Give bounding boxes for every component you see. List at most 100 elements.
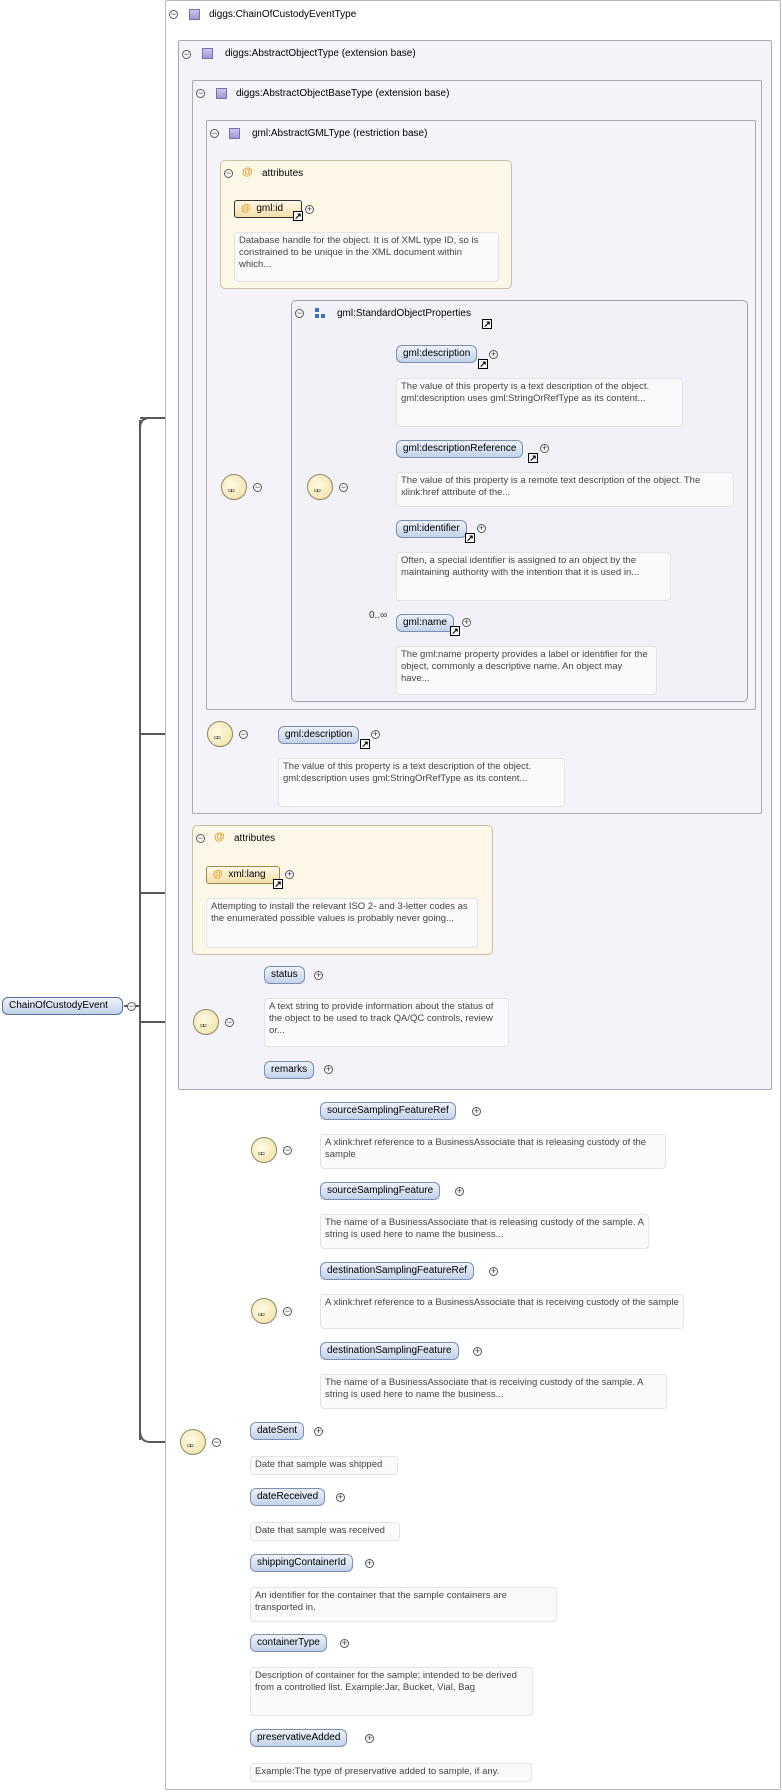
link-icon[interactable]: ↗	[450, 626, 460, 636]
link-icon[interactable]: ↗	[528, 453, 538, 463]
link-icon[interactable]: ↗	[273, 879, 283, 889]
collapse-toggle[interactable]	[339, 483, 348, 492]
gml-id-label: gml:id	[256, 203, 284, 214]
link-icon[interactable]: ↗	[360, 739, 370, 749]
expand-toggle[interactable]	[336, 1493, 345, 1502]
expand-toggle[interactable]	[314, 1427, 323, 1436]
abstract-object-title: diggs:AbstractObjectType (extension base…	[225, 48, 416, 59]
choice-compositor[interactable]: ▫▫	[251, 1137, 277, 1163]
attributes-label-2: attributes	[234, 833, 276, 844]
gml-identifier-element[interactable]: gml:identifier	[396, 520, 467, 538]
sequence-compositor[interactable]: ▫▫	[307, 474, 333, 500]
sequence-compositor[interactable]: ▫▫	[221, 474, 247, 500]
gml-description-element-2[interactable]: gml:description	[278, 726, 360, 744]
chain-type-title: diggs:ChainOfCustodyEventType	[209, 9, 357, 20]
collapse-toggle[interactable]	[169, 10, 178, 19]
destination-sampling-feature-ref-element[interactable]: destinationSamplingFeatureRef	[320, 1262, 475, 1280]
sequence-compositor[interactable]: ▫▫	[193, 1009, 219, 1035]
remarks-element[interactable]: remarks	[264, 1061, 315, 1079]
source-sampling-feature-ref-doc: A xlink:href reference to a BusinessAsso…	[320, 1134, 666, 1169]
expand-toggle[interactable]	[540, 444, 549, 453]
collapse-toggle[interactable]	[283, 1307, 292, 1316]
expand-toggle[interactable]	[340, 1639, 349, 1648]
complex-type-icon	[229, 128, 240, 139]
destination-sampling-feature-element[interactable]: destinationSamplingFeature	[320, 1342, 459, 1360]
attributes-label: attributes	[262, 168, 304, 179]
expand-toggle[interactable]	[473, 1347, 482, 1356]
attribute-icon: @	[214, 831, 225, 843]
collapse-toggle[interactable]	[210, 129, 219, 138]
standard-props-title: gml:StandardObjectProperties	[337, 308, 471, 319]
collapse-toggle[interactable]	[253, 483, 262, 492]
expand-toggle[interactable]	[305, 205, 314, 214]
shipping-container-id-element[interactable]: shippingContainerId	[250, 1554, 353, 1572]
expand-toggle[interactable]	[314, 971, 323, 980]
expand-toggle[interactable]	[489, 350, 498, 359]
abstract-gml-title: gml:AbstractGMLType (restriction base)	[252, 128, 428, 139]
preservative-added-element[interactable]: preservativeAdded	[250, 1729, 348, 1747]
gml-id-doc: Database handle for the object. It is of…	[234, 232, 499, 282]
choice-compositor[interactable]: ▫▫	[251, 1298, 277, 1324]
gml-description-doc: The value of this property is a text des…	[396, 378, 683, 427]
link-icon[interactable]: ↗	[482, 319, 492, 329]
source-sampling-feature-element[interactable]: sourceSamplingFeature	[320, 1182, 441, 1200]
date-sent-element[interactable]: dateSent	[250, 1422, 305, 1440]
complex-type-icon	[216, 88, 227, 99]
status-element[interactable]: status	[264, 966, 305, 984]
shipping-container-id-doc: An identifier for the container that the…	[250, 1587, 557, 1622]
attribute-icon: @	[242, 166, 253, 178]
expand-toggle[interactable]	[324, 1065, 333, 1074]
root-element[interactable]: ChainOfCustodyEvent	[2, 997, 123, 1015]
link-icon[interactable]: ↗	[478, 359, 488, 369]
date-sent-doc: Date that sample was shipped	[250, 1456, 398, 1475]
gml-description-doc-2: The value of this property is a text des…	[278, 758, 565, 807]
expand-toggle[interactable]	[365, 1734, 374, 1743]
collapse-toggle[interactable]	[182, 50, 191, 59]
gml-description-reference-doc: The value of this property is a remote t…	[396, 472, 734, 507]
collapse-toggle[interactable]	[212, 1438, 221, 1447]
gml-description-element[interactable]: gml:description	[396, 345, 478, 363]
collapse-toggle[interactable]	[283, 1146, 292, 1155]
link-icon[interactable]: ↗	[293, 211, 303, 221]
collapse-toggle[interactable]	[196, 89, 205, 98]
expand-toggle[interactable]	[371, 730, 380, 739]
gml-identifier-doc: Often, a special identifier is assigned …	[396, 552, 671, 601]
date-received-doc: Date that sample was received	[250, 1522, 400, 1541]
complex-type-icon	[202, 48, 213, 59]
xml-lang-attribute[interactable]: @ xml:lang	[206, 866, 280, 884]
source-sampling-feature-ref-element[interactable]: sourceSamplingFeatureRef	[320, 1102, 456, 1120]
expand-toggle[interactable]	[472, 1107, 481, 1116]
date-received-element[interactable]: dateReceived	[250, 1488, 326, 1506]
source-sampling-feature-doc: The name of a BusinessAssociate that is …	[320, 1214, 649, 1249]
expand-toggle[interactable]	[455, 1187, 464, 1196]
expand-toggle[interactable]	[489, 1267, 498, 1276]
sequence-compositor[interactable]: ▫▫	[180, 1429, 206, 1455]
collapse-toggle[interactable]	[224, 169, 233, 178]
xml-lang-label: xml:lang	[228, 869, 266, 880]
attribute-icon: @	[213, 869, 223, 880]
collapse-toggle[interactable]	[196, 834, 205, 843]
preservative-added-doc: Example:The type of preservative added t…	[250, 1763, 532, 1782]
occurrence-label: 0..∞	[369, 610, 388, 621]
gml-name-doc: The gml:name property provides a label o…	[396, 646, 657, 695]
destination-sampling-feature-doc: The name of a BusinessAssociate that is …	[320, 1374, 667, 1409]
collapse-toggle[interactable]	[127, 1002, 136, 1011]
collapse-toggle[interactable]	[239, 730, 248, 739]
collapse-toggle[interactable]	[225, 1018, 234, 1027]
link-icon[interactable]: ↗	[465, 533, 475, 543]
collapse-toggle[interactable]	[295, 309, 304, 318]
status-doc: A text string to provide information abo…	[264, 998, 509, 1047]
container-type-element[interactable]: containerType	[250, 1634, 327, 1652]
expand-toggle[interactable]	[365, 1559, 374, 1568]
complex-type-icon	[189, 9, 200, 20]
expand-toggle[interactable]	[477, 524, 486, 533]
sequence-compositor[interactable]: ▫▫	[207, 721, 233, 747]
attribute-icon: @	[241, 203, 251, 214]
group-icon	[315, 308, 326, 319]
gml-description-reference-element[interactable]: gml:descriptionReference	[396, 440, 524, 458]
gml-name-element[interactable]: gml:name	[396, 614, 454, 632]
expand-toggle[interactable]	[285, 870, 294, 879]
gml-id-attribute[interactable]: @ gml:id	[234, 200, 302, 218]
expand-toggle[interactable]	[462, 618, 471, 627]
container-type-doc: Description of container for the sample;…	[250, 1667, 533, 1716]
